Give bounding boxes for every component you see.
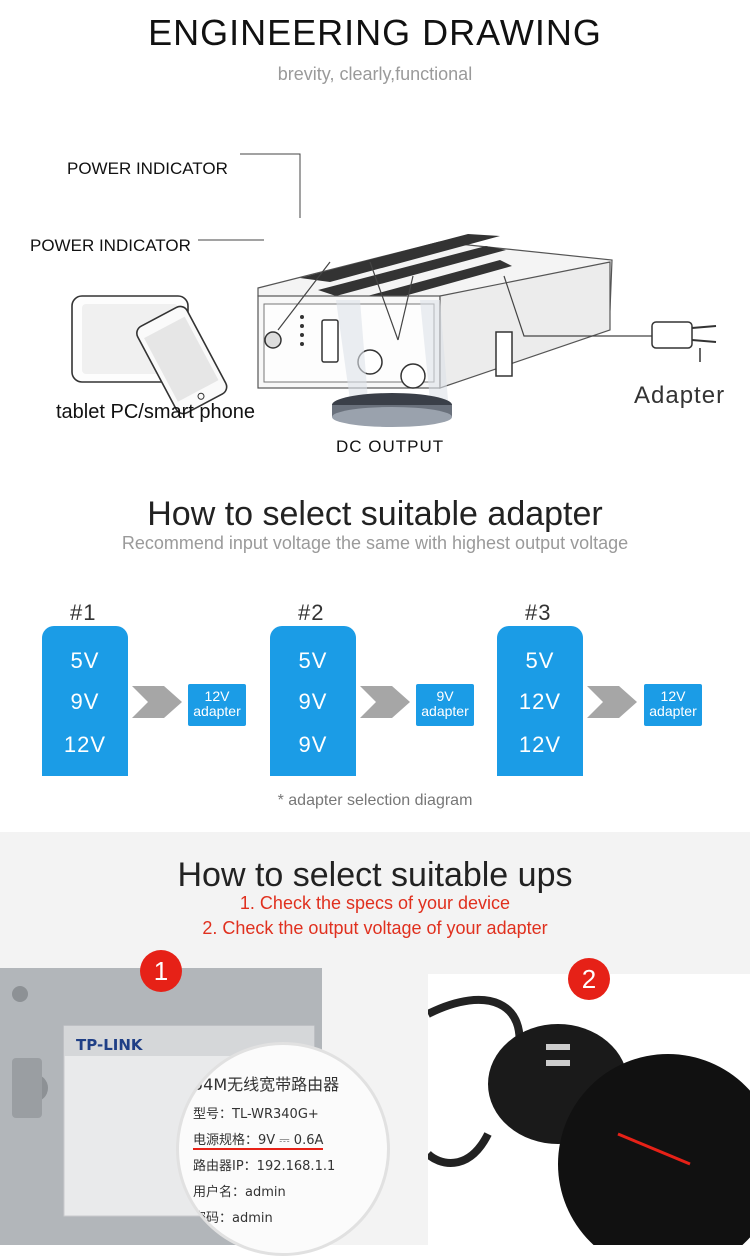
label-password: 密码：admin: [193, 1211, 273, 1226]
page-title: ENGINEERING DRAWING: [148, 12, 602, 53]
label-user: 用户名：admin: [193, 1185, 286, 1200]
arrow-right-icon: [587, 686, 637, 718]
arrow-right-icon: [360, 686, 410, 718]
input-port-icon: [495, 331, 513, 377]
dc-output-label: DC OUTPUT: [336, 437, 445, 456]
page-subtitle: brevity, clearly,functional: [277, 64, 473, 84]
voltage-value: 9V: [298, 689, 328, 714]
section-title-ups: How to select suitable ups: [177, 856, 573, 894]
voltage-value: 12V: [518, 732, 562, 757]
tablet-phone-icon: [71, 295, 228, 415]
voltage-column: 5V 12V 12V: [497, 626, 583, 776]
label-power-spec: 电源规格：9V ⎓ 0.6A: [193, 1129, 324, 1150]
group-number: #2: [298, 600, 325, 625]
voltage-column: 5V 9V 12V: [42, 626, 128, 776]
callout-power-indicator-top: POWER INDICATOR: [67, 159, 228, 178]
adapter-box: 12V adapter: [188, 684, 246, 726]
section-subtitle-adapter: Recommend input voltage the same with hi…: [121, 533, 629, 553]
dc-port-icon: [400, 363, 426, 389]
arrow-right-icon: [132, 686, 182, 718]
engineering-drawing: [71, 153, 717, 427]
adapter-box: 9V adapter: [416, 684, 474, 726]
voltage-value: 5V: [298, 648, 328, 673]
adapter-voltage: 9V: [436, 688, 454, 704]
voltage-value: 5V: [525, 648, 555, 673]
usb-port-icon: [321, 319, 339, 363]
step-2-text: 2. Check the output voltage of your adap…: [202, 918, 548, 938]
step-badge-2: 2: [568, 958, 610, 1000]
adapter-box: 12V adapter: [644, 684, 702, 726]
diagram-caption: * adapter selection diagram: [277, 792, 473, 809]
section-title-adapter: How to select suitable adapter: [147, 495, 603, 533]
adapter-text: adapter: [193, 703, 241, 719]
router-icon: [332, 393, 452, 427]
label-ip: 路由器IP：192.168.1.1: [193, 1159, 336, 1174]
adapter-label: Adapter: [634, 382, 726, 409]
adapter-voltage: 12V: [204, 688, 230, 704]
tablet-phone-label: tablet PC/smart phone: [56, 401, 255, 423]
voltage-value: 9V: [70, 689, 100, 714]
magnifier-circle: 54M无线宽带路由器 型号：TL-WR340G+ 电源规格：9V ⎓ 0.6A …: [176, 1042, 390, 1256]
group-number: #3: [525, 600, 552, 625]
brand-logo: TP-LINK: [76, 1036, 143, 1054]
adapter-text: adapter: [649, 703, 697, 719]
power-button-icon: [264, 331, 282, 349]
callout-power-indicator-mid: POWER INDICATOR: [30, 236, 191, 255]
adapter-plug-icon: [651, 321, 717, 362]
adapter-voltage: 12V: [660, 688, 686, 704]
voltage-value: 12V: [63, 732, 107, 757]
voltage-column: 5V 9V 9V: [270, 626, 356, 776]
group-number: #1: [70, 600, 97, 625]
adapter-text: adapter: [421, 703, 469, 719]
voltage-value: 5V: [70, 648, 100, 673]
voltage-value: 12V: [518, 689, 562, 714]
label-product: 54M无线宽带路由器: [193, 1075, 340, 1094]
step-1-text: 1. Check the specs of your device: [239, 893, 511, 913]
label-model: 型号：TL-WR340G+: [193, 1107, 319, 1122]
adapter-photo: [428, 974, 750, 1245]
step-badge-1: 1: [140, 950, 182, 992]
voltage-value: 9V: [298, 732, 328, 757]
